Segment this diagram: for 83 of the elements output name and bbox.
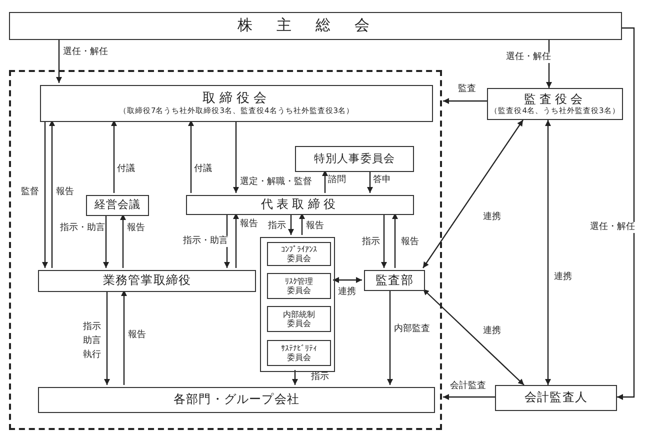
node-title: 株主総会 [238,17,394,35]
arrow [233,213,239,268]
node-title: 各部門・グループ会社 [174,393,300,407]
edge-label: 連携 [483,212,501,223]
group-companies-box [38,387,435,413]
committee-box [267,340,331,366]
arrow [42,120,48,268]
edge-label: 会計監査 [450,381,486,392]
arrow [111,120,117,193]
edge-label: 諮問 [328,175,346,186]
node-title: 経営会議 [94,199,141,212]
arrow [188,120,194,193]
executive-box [38,270,256,292]
committee-box [295,146,414,172]
node-title: 監査部 [376,274,414,288]
arrow [233,120,239,193]
edge-label: 付議 [194,164,212,175]
edge-label: 監査 [458,84,476,95]
audit-dept-box [364,270,425,291]
arrow [392,213,398,268]
meeting-box [86,195,149,216]
arrow [387,289,393,385]
edge-label: 報告 [306,221,324,232]
arrow [422,288,524,386]
edge-label: 選任・解任 [590,222,635,233]
arrow [367,170,373,193]
edge-label: 報告 [128,330,146,341]
board-box [40,85,433,122]
arrow [545,120,551,385]
edge-label: 指示・助言 [60,223,105,234]
arrow [56,40,62,83]
edge-label: 報告 [56,187,74,198]
edge-label: 選定・解職・監督 [240,177,312,188]
arrow [103,214,109,268]
arrow [443,98,487,104]
executive-box [186,195,414,215]
edge-label: 指示 [311,372,329,383]
node-title: 会計監査人 [524,391,588,405]
committee-box [267,306,331,332]
arrow [422,120,524,268]
arrow [120,214,126,268]
edge-label: 指示・助言 [183,236,228,247]
node-title: 取締役会 [202,92,270,106]
arrow [322,170,328,193]
edge-label: 内部監査 [394,324,430,335]
board-box [487,88,623,120]
committee-box [267,242,331,266]
node-title: 業務管掌取締役 [102,274,192,288]
auditor-box [495,385,617,411]
edge-label: 選任・解任 [63,47,108,58]
arrow [104,290,110,385]
edge-label: 指示 [362,237,380,248]
arrow [333,277,362,283]
committee-box [267,273,331,299]
edge-label: 指示 [268,221,286,232]
dashed-boundary [9,70,442,430]
arrow [121,290,127,385]
arrow [443,394,495,400]
node-title: 特別人事委員会 [314,152,395,166]
arrow [292,370,298,385]
edge-label: 連携 [554,272,572,283]
edge-label: 答申 [373,175,391,186]
arrow [617,27,635,400]
node-title: ﾘｽｸ管理委員会 [284,276,314,296]
edge-label: 連携 [338,287,356,298]
arrow [299,213,305,235]
arrow [381,213,387,268]
edge-label: 監督 [21,187,39,198]
committee-group-box [260,237,335,372]
arrow [49,120,55,268]
node-title: ｻｽﾃﾅﾋﾞﾘﾃｨ委員会 [280,344,318,362]
node-title: 内部統制委員会 [282,310,316,328]
edge-label: 付議 [117,164,135,175]
node-title: 代表取締役 [261,198,339,212]
edge-label: 選任・解任 [506,52,551,63]
arrow [288,213,294,235]
edge-label: 報告 [240,219,258,230]
assembly-box [9,12,622,40]
edge-label: 報告 [401,237,419,248]
edge-label: 連携 [483,326,501,337]
node-title: 監査役会 [524,92,586,106]
node-title: ｺﾝﾌﾟﾗｲｱﾝｽ委員会 [280,244,318,264]
edge-label: 報告 [127,223,145,234]
